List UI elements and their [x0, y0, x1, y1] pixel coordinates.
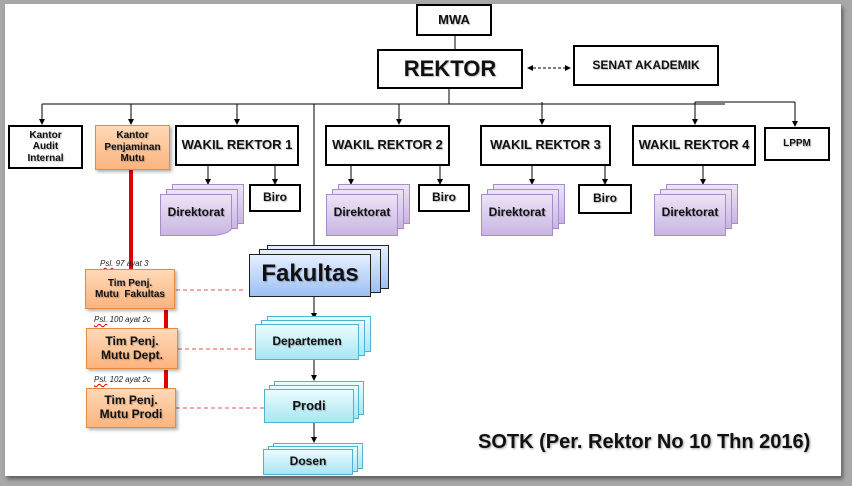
wakil-rektor-2-box: WAKIL REKTOR 2: [325, 125, 450, 166]
kantor-audit-line2: Audit: [32, 141, 59, 153]
kpm-line2: Penjaminan: [104, 141, 161, 153]
kantor-audit-line3: Internal: [27, 152, 64, 164]
biro-label: Biro: [593, 191, 617, 206]
dosen-stack: Dosen: [263, 443, 363, 475]
biro-wr2: Biro: [418, 184, 470, 212]
tim-penjaminan-mutu-prodi: Tim Penj. Mutu Prodi: [86, 388, 176, 428]
prodi-stack: Prodi: [264, 381, 364, 423]
rektor-label: REKTOR: [403, 56, 497, 82]
lppm-label: LPPM: [783, 138, 811, 150]
note-psl: Psl.: [94, 315, 108, 324]
direktorat-wr2: Direktorat: [326, 184, 412, 236]
senat-label: SENAT AKADEMIK: [592, 57, 700, 72]
wr2-label: WAKIL REKTOR 2: [332, 137, 443, 153]
prodi-label: Prodi: [292, 397, 326, 413]
note-rest: 97 ayat 3: [113, 259, 149, 268]
direktorat-label: Direktorat: [167, 205, 225, 219]
dosen-label: Dosen: [289, 454, 327, 468]
tim-prodi-line1: Tim Penj.: [104, 393, 158, 408]
wakil-rektor-1-box: WAKIL REKTOR 1: [175, 125, 299, 166]
wr4-label: WAKIL REKTOR 4: [638, 137, 750, 153]
tim-dept-line1: Tim Penj.: [105, 333, 159, 348]
biro-label: Biro: [263, 190, 287, 205]
mwa-box: MWA: [416, 4, 492, 36]
departemen-label: Departemen: [272, 334, 342, 348]
note-rest: 102 ayat 2c: [107, 375, 151, 384]
mwa-label: MWA: [438, 11, 470, 27]
note-psl: Psl.: [100, 259, 114, 268]
direktorat-label: Direktorat: [661, 205, 719, 219]
biro-wr3: Biro: [578, 184, 632, 214]
note-rest: 100 ayat 2c: [107, 315, 151, 324]
wr1-label: WAKIL REKTOR 1: [181, 137, 293, 153]
tim-prodi-line2: Mutu Prodi: [99, 407, 163, 421]
departemen-stack: Departemen: [255, 316, 371, 360]
note-psl-97: Psl. 97 ayat 3: [100, 259, 148, 268]
note-psl-102: Psl. 102 ayat 2c: [94, 375, 151, 384]
kpm-line1: Kantor: [116, 130, 149, 142]
wr3-label: WAKIL REKTOR 3: [490, 137, 601, 153]
biro-wr1: Biro: [249, 184, 301, 212]
tim-dept-line2: Mutu Dept.: [101, 347, 163, 362]
kantor-penjaminan-mutu-box: Kantor Penjaminan Mutu: [95, 125, 170, 170]
note-psl-100: Psl. 100 ayat 2c: [94, 315, 151, 324]
lppm-box: LPPM: [764, 127, 830, 161]
kantor-audit-line1: Kantor: [29, 129, 62, 141]
wakil-rektor-4-box: WAKIL REKTOR 4: [632, 125, 756, 166]
note-psl: Psl.: [94, 375, 108, 384]
tim-penjaminan-mutu-fakultas: Tim Penj. Mutu Fakultas: [85, 269, 175, 309]
direktorat-wr4: Direktorat: [654, 184, 740, 236]
tim-penjaminan-mutu-dept: Tim Penj. Mutu Dept.: [86, 328, 178, 369]
direktorat-label: Direktorat: [488, 205, 546, 219]
tim-fak-line2: Mutu Fakultas: [94, 289, 165, 300]
tim-fak-line1: Tim Penj.: [107, 277, 153, 289]
direktorat-label: Direktorat: [333, 205, 391, 219]
fakultas-stack: Fakultas: [249, 245, 389, 297]
direktorat-wr1: Direktorat: [160, 184, 246, 236]
wakil-rektor-3-box: WAKIL REKTOR 3: [480, 125, 611, 166]
kpm-line3: Mutu: [120, 153, 145, 165]
direktorat-wr3: Direktorat: [481, 184, 567, 236]
biro-label: Biro: [432, 190, 456, 205]
senat-akademik-box: SENAT AKADEMIK: [573, 45, 719, 86]
kantor-audit-internal-box: Kantor Audit Internal: [8, 125, 83, 169]
fakultas-label: Fakultas: [261, 260, 359, 287]
sotk-caption: SOTK (Per. Rektor No 10 Thn 2016): [478, 431, 811, 453]
rektor-box: REKTOR: [377, 49, 523, 89]
